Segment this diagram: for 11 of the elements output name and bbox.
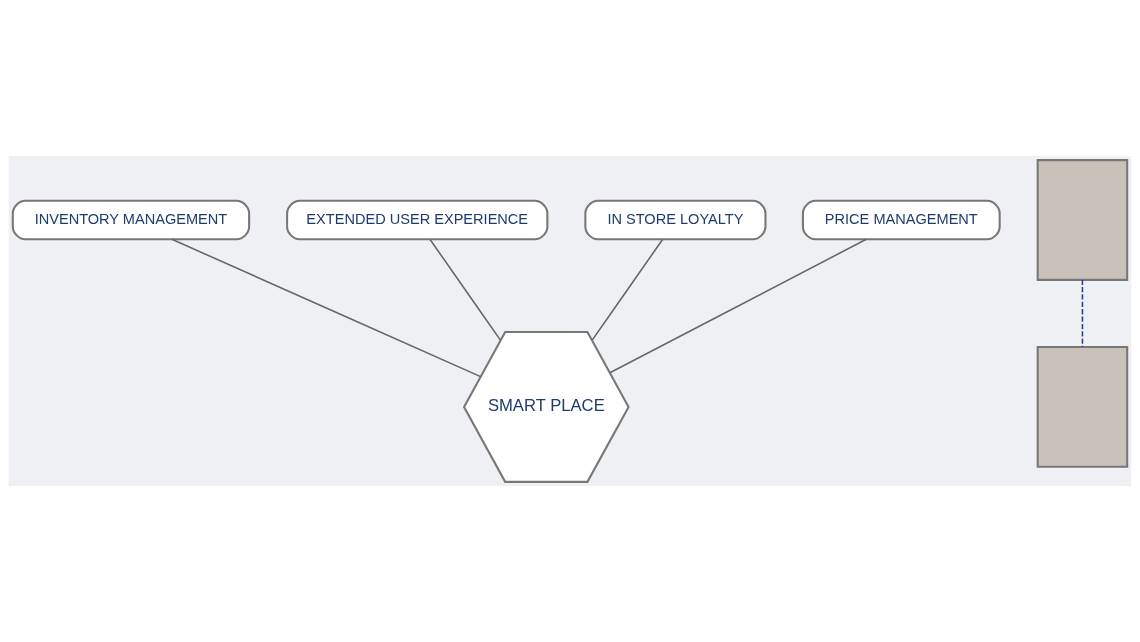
node-box [1036,346,1129,468]
connector [609,238,868,374]
node-box: INVENTORY MANAGEMENT [11,199,251,241]
connector [171,238,482,378]
node-box: PRICE MANAGEMENT [801,199,1001,241]
connector [591,238,664,341]
node-box: EXTENDED USER EXPERIENCE [286,199,549,241]
connector [1081,279,1084,348]
node-box [1036,159,1129,281]
node-box: IN STORE LOYALTY [584,199,767,241]
connector [429,238,502,341]
